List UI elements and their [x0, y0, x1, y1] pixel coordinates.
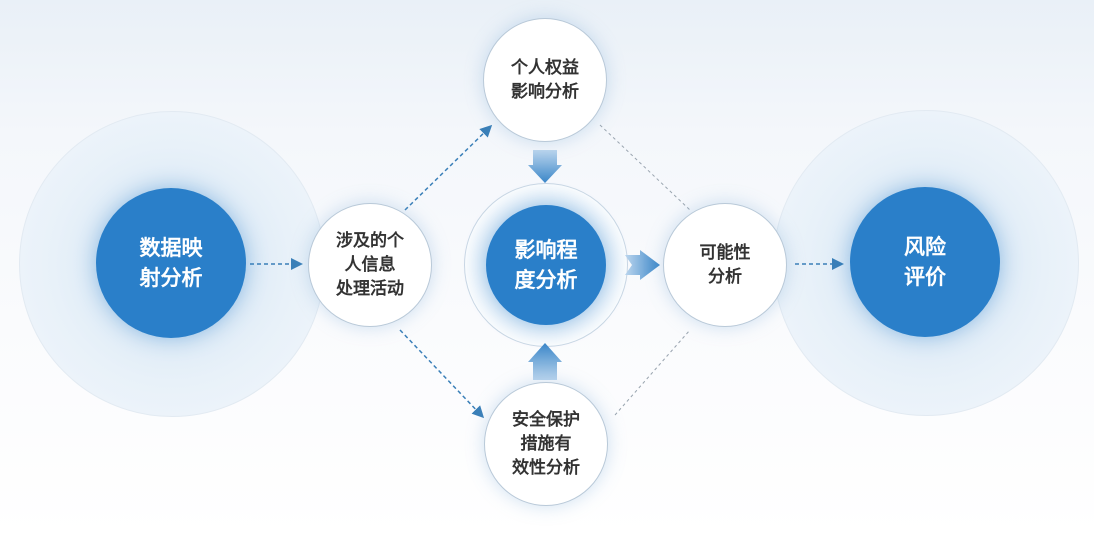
node-rights-impact: 个人权益 影响分析	[483, 18, 607, 142]
node-security-measures: 安全保护 措施有 效性分析	[484, 382, 608, 506]
arrow-right-icon	[625, 250, 660, 280]
arrow-processing-to-rights	[404, 124, 493, 211]
line-security-to-likelihood	[614, 329, 691, 416]
node-processing: 涉及的个 人信息 处理活动	[308, 203, 432, 327]
node-risk-evaluation: 风险 评价	[850, 187, 1000, 337]
line-rights-to-likelihood	[599, 124, 691, 211]
node-likelihood: 可能性 分析	[663, 203, 787, 327]
node-data-mapping: 数据映 射分析	[96, 188, 246, 338]
arrow-processing-to-security	[399, 329, 485, 419]
arrow-down-icon	[528, 150, 562, 183]
node-impact-degree: 影响程 度分析	[486, 205, 606, 325]
arrow-up-icon	[528, 343, 562, 380]
